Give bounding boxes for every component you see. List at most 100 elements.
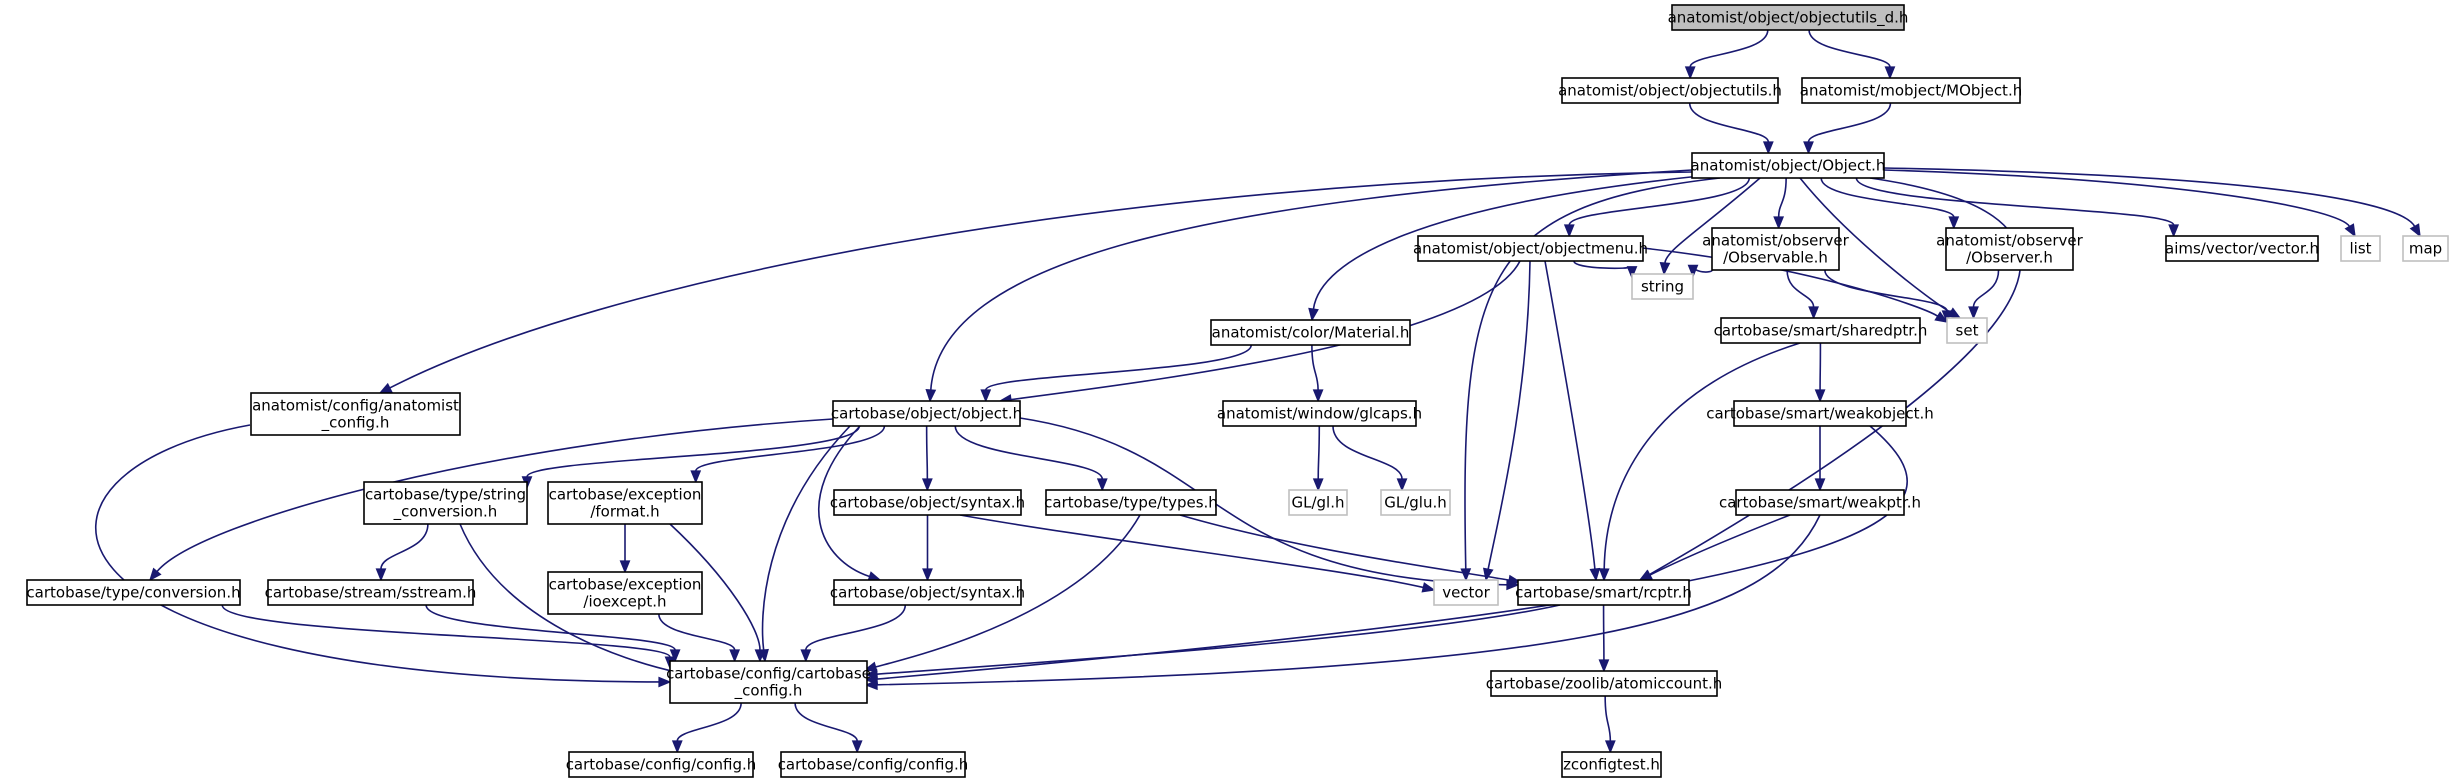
node-box	[1691, 152, 1885, 179]
node-label: /ioexcept.h	[583, 593, 666, 611]
edge-rcptr-to-cbconfig	[864, 604, 1561, 680]
node-observable[interactable]: anatomist/observer/Observable.h	[1702, 227, 1850, 271]
node-syntax1[interactable]: cartobase/object/syntax.h	[830, 489, 1025, 516]
node-box	[1222, 400, 1417, 427]
node-box	[1720, 317, 1921, 344]
edge-sstream-to-cbconfig	[425, 604, 681, 663]
node-label: cartobase/smart/weakobject.h	[1706, 405, 1934, 423]
edge-Object-to-cbobject	[925, 169, 1693, 403]
edge-Object-to-observable	[1773, 177, 1787, 230]
node-label: cartobase/config/config.h	[778, 756, 969, 774]
node-box	[568, 751, 754, 778]
edge-Object-to-objectmenu	[1563, 177, 1751, 238]
node-label: cartobase/object/syntax.h	[830, 584, 1025, 602]
node-objectutils[interactable]: anatomist/object/objectutils.h	[1558, 77, 1782, 104]
node-box	[363, 481, 528, 525]
edge-anaconfig-to-cbconfig	[94, 424, 672, 688]
node-zconfigtest[interactable]: zconfigtest.h	[1561, 751, 1662, 778]
node-config2[interactable]: cartobase/config/config.h	[778, 751, 969, 778]
node-mobject[interactable]: anatomist/mobject/MObject.h	[1800, 77, 2022, 104]
node-vector[interactable]: vector	[1433, 579, 1499, 606]
node-label: anatomist/object/objectmenu.h	[1413, 240, 1648, 258]
node-label: cartobase/type/string	[365, 486, 526, 504]
node-box	[1801, 77, 2021, 104]
node-string[interactable]: string	[1631, 273, 1694, 300]
edge-types-to-cbconfig	[863, 514, 1141, 672]
edge-root-to-objectutils	[1684, 29, 1769, 80]
node-types[interactable]: cartobase/type/types.h	[1044, 489, 1218, 516]
edge-Object-to-aimsvector	[1855, 177, 2180, 238]
node-list[interactable]: list	[2340, 235, 2381, 262]
node-objectmenu[interactable]: anatomist/object/objectmenu.h	[1413, 235, 1648, 262]
node-label: anatomist/config/anatomist	[252, 397, 459, 415]
node-conversion[interactable]: cartobase/type/conversion.h	[26, 579, 241, 606]
node-cbconfig[interactable]: cartobase/config/cartobase_config.h	[666, 660, 871, 704]
node-weakobject[interactable]: cartobase/smart/weakobject.h	[1706, 400, 1934, 427]
node-syntax2[interactable]: cartobase/object/syntax.h	[830, 579, 1025, 606]
node-sharedptr[interactable]: cartobase/smart/sharedptr.h	[1714, 317, 1928, 344]
node-box	[547, 571, 703, 615]
node-box	[1945, 227, 2074, 271]
edge-objectmenu-to-rcptr	[1544, 260, 1601, 582]
node-strconv[interactable]: cartobase/type/string_conversion.h	[363, 481, 528, 525]
node-observer[interactable]: anatomist/observer/Observer.h	[1936, 227, 2084, 271]
node-box	[1417, 235, 1644, 262]
edge-weakptr-to-rcptr	[1638, 514, 1791, 581]
node-label: anatomist/mobject/MObject.h	[1800, 82, 2022, 100]
edge-sharedptr-to-rcptr	[1598, 342, 1801, 582]
node-label: cartobase/object/object.h	[831, 405, 1022, 423]
node-config1[interactable]: cartobase/config/config.h	[566, 751, 757, 778]
node-label: GL/gl.h	[1292, 494, 1345, 512]
node-format[interactable]: cartobase/exception/format.h	[547, 481, 703, 525]
node-box	[2165, 235, 2319, 262]
edge-root-to-mobject	[1808, 29, 1896, 80]
node-material[interactable]: anatomist/color/Material.h	[1210, 319, 1411, 346]
edge-Object-to-observer	[1820, 177, 1960, 230]
node-glcaps[interactable]: anatomist/window/glcaps.h	[1217, 400, 1422, 427]
edge-syntax2-to-cbconfig	[800, 604, 907, 663]
node-Object[interactable]: anatomist/object/Object.h	[1691, 152, 1886, 179]
edge-objectutils-to-Object	[1688, 102, 1774, 155]
node-label: aims/vector/vector.h	[2165, 240, 2319, 258]
edge-types-to-rcptr	[1179, 514, 1522, 586]
edge-objectmenu-to-vector	[1482, 260, 1531, 582]
node-label: /Observable.h	[1723, 249, 1828, 267]
node-ioexcept[interactable]: cartobase/exception/ioexcept.h	[547, 571, 703, 615]
node-cbobject[interactable]: cartobase/object/object.h	[831, 400, 1022, 427]
node-label: cartobase/config/config.h	[566, 756, 757, 774]
node-box	[1288, 489, 1348, 516]
node-box	[832, 400, 1021, 427]
node-anaconfig[interactable]: anatomist/config/anatomist_config.h	[250, 392, 461, 436]
node-set[interactable]: set	[1946, 317, 1988, 344]
edge-objectmenu-to-string	[1573, 260, 1638, 280]
node-weakptr[interactable]: cartobase/smart/weakptr.h	[1719, 489, 1921, 516]
node-atomiccount[interactable]: cartobase/zoolib/atomiccount.h	[1486, 670, 1722, 697]
node-root[interactable]: anatomist/object/objectutils_d.h	[1668, 4, 1909, 31]
node-label: cartobase/smart/rcptr.h	[1515, 584, 1692, 602]
node-label: cartobase/smart/weakptr.h	[1719, 494, 1921, 512]
node-label: cartobase/smart/sharedptr.h	[1714, 322, 1928, 340]
node-label: vector	[1442, 584, 1490, 602]
node-box	[1210, 319, 1411, 346]
edge-cbobject-to-format	[690, 425, 886, 484]
node-label: zconfigtest.h	[1563, 756, 1660, 774]
node-box	[669, 660, 868, 704]
node-label: anatomist/object/objectutils_d.h	[1668, 9, 1909, 28]
node-label: /format.h	[590, 503, 659, 521]
edge-Object-to-map	[1883, 167, 2421, 238]
node-rcptr[interactable]: cartobase/smart/rcptr.h	[1515, 579, 1692, 606]
node-glh[interactable]: GL/gl.h	[1288, 489, 1348, 516]
node-map[interactable]: map	[2402, 235, 2449, 262]
edge-Object-to-string	[1659, 177, 1761, 276]
node-aimsvector[interactable]: aims/vector/vector.h	[2165, 235, 2319, 262]
edge-Object-to-list	[1883, 169, 2356, 238]
node-box	[1631, 273, 1694, 300]
node-box	[1671, 4, 1905, 31]
node-label: cartobase/type/conversion.h	[26, 584, 240, 602]
node-box	[1517, 579, 1690, 606]
node-sstream[interactable]: cartobase/stream/sstream.h	[265, 579, 477, 606]
edge-weakptr-to-cbconfig	[864, 514, 1821, 691]
node-gluh[interactable]: GL/glu.h	[1380, 489, 1451, 516]
edge-Object-to-anaconfig	[378, 171, 1693, 394]
